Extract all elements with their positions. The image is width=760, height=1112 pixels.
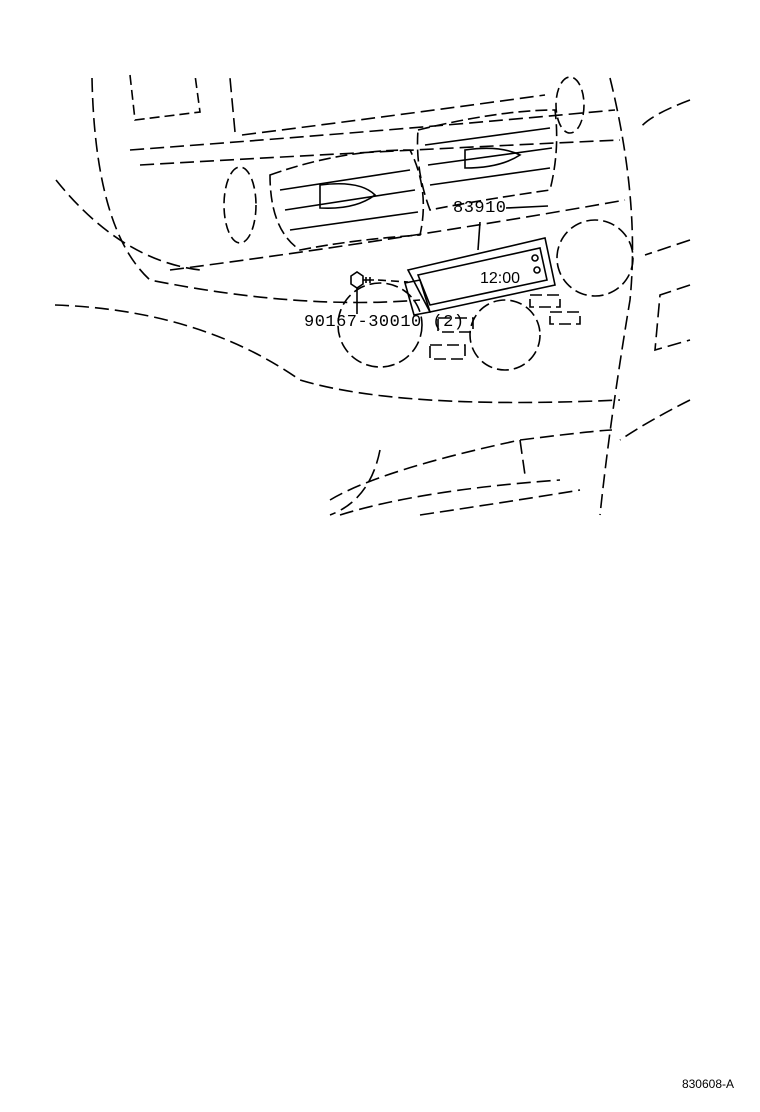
dashboard-outline (54, 77, 691, 516)
part-number-90167-30010[interactable]: 90167-30010 (2) (304, 313, 465, 332)
clock-display: 12:00 (480, 270, 520, 287)
part-quantity: (2) (432, 313, 465, 332)
air-vent-left (269, 149, 425, 251)
part-number: 90167-30010 (304, 313, 422, 332)
air-vent-right (416, 109, 558, 211)
leader-lines (356, 205, 549, 314)
screw-90167-30010 (350, 271, 409, 289)
part-number-83910[interactable]: 83910 (453, 199, 507, 218)
clock-unit-83910: 12:00 (403, 237, 556, 316)
knobs (337, 219, 634, 371)
figure-code: 830608-A (681, 1077, 734, 1091)
side-vents (129, 74, 585, 244)
